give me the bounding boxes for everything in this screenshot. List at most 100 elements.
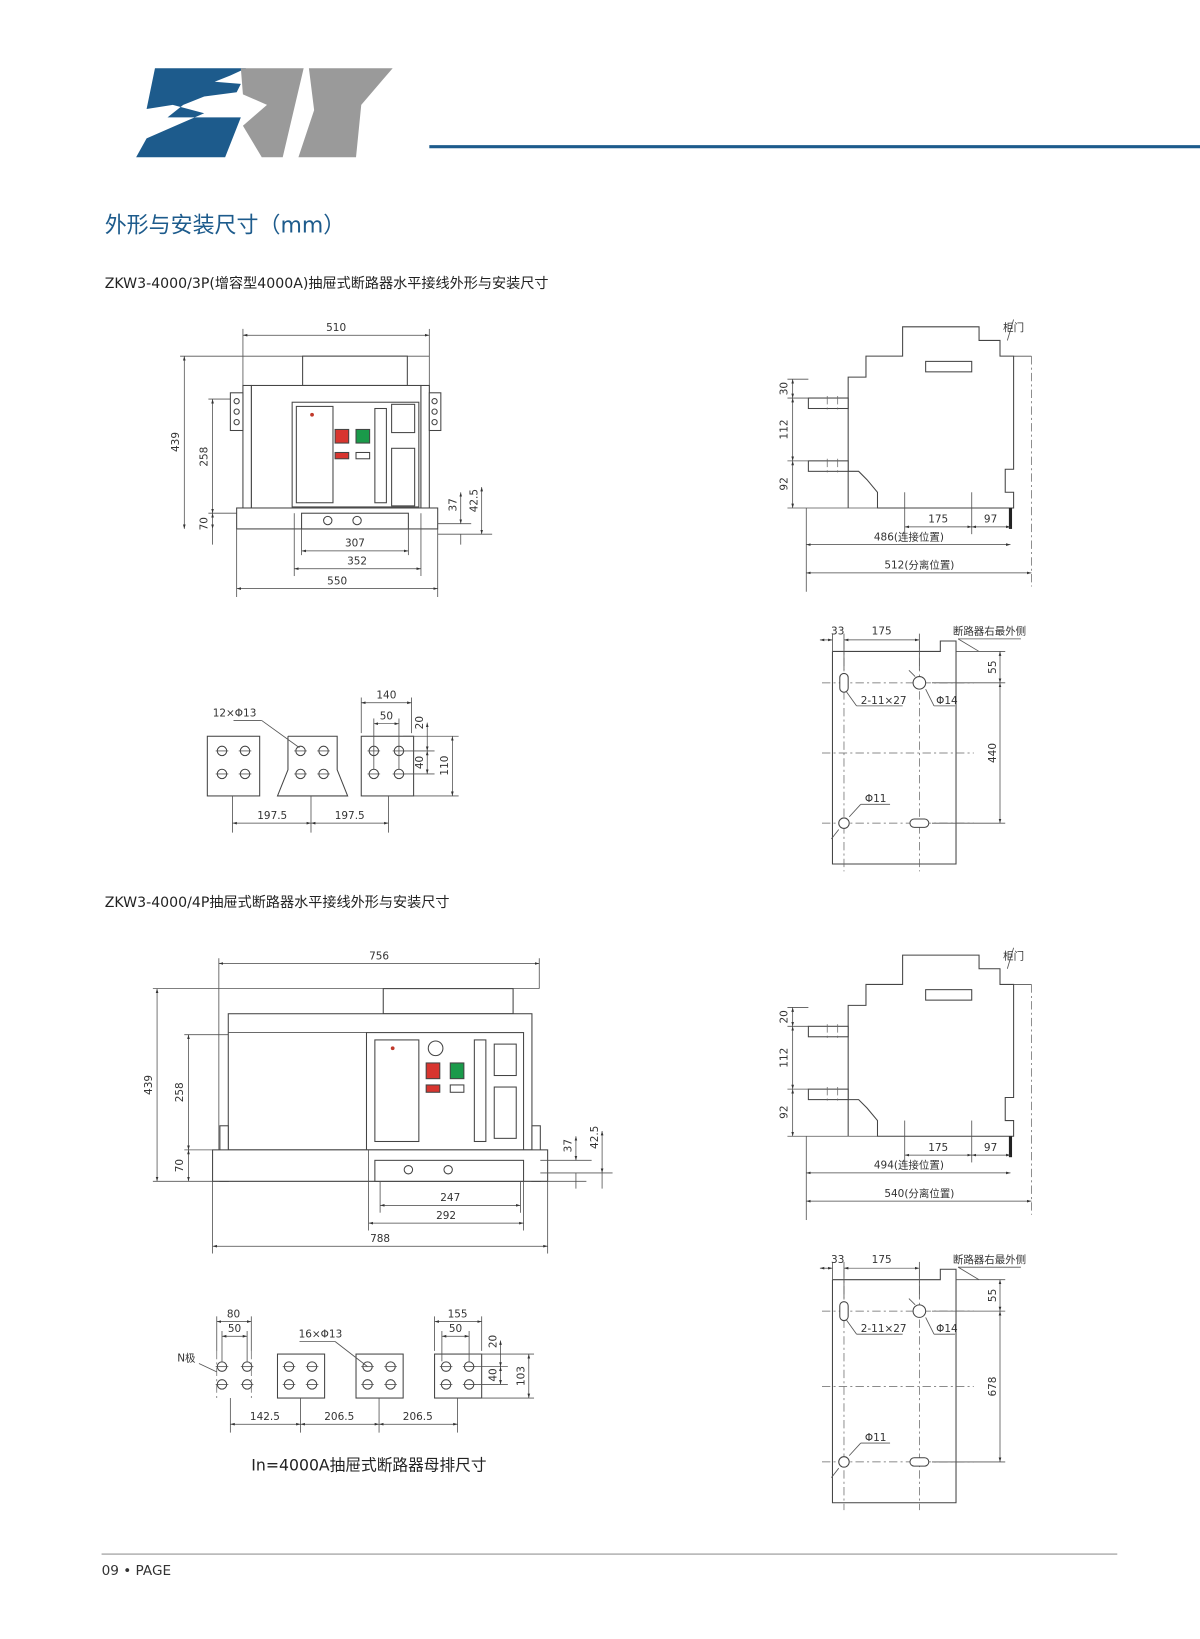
dimension-label: 12×Φ13 [213, 707, 257, 719]
logo-z-shape [136, 68, 247, 158]
dimension-label: N极 [177, 1351, 196, 1364]
dimension-label: 439 [143, 1075, 155, 1095]
dimension-label: 55 [987, 660, 999, 673]
indicator-dot [310, 412, 314, 417]
hole [233, 408, 240, 415]
section-3p-title: ZKW3-4000/3P(增容型4000A)抽屉式断路器水平接线外形与安装尺寸 [105, 275, 549, 292]
dimension-label: 70 [198, 517, 210, 530]
status-indicator [355, 451, 371, 460]
off-button [334, 428, 350, 444]
outline-line [848, 804, 862, 818]
dimension-label: 206.5 [324, 1411, 354, 1423]
front-panel [374, 1039, 420, 1143]
dimension-label: 16×Φ13 [299, 1328, 343, 1340]
slot [473, 1039, 487, 1143]
dimension-label: 80 [227, 1308, 240, 1320]
dimension-label: 197.5 [257, 810, 287, 822]
dimension-label: 37 [448, 498, 460, 511]
outline-line [908, 1298, 916, 1306]
outline-line [831, 1467, 840, 1478]
outline-line [1006, 319, 1015, 341]
busbar-plate [360, 735, 415, 797]
hole [431, 398, 438, 405]
dimension-label: 788 [370, 1233, 390, 1245]
dimension-label: 292 [436, 1210, 456, 1222]
nameplate [493, 1086, 517, 1139]
dimension-label: 155 [448, 1308, 468, 1320]
busbar-plate [276, 735, 349, 797]
dimension-label: 206.5 [403, 1411, 433, 1423]
dimension-label: 92 [778, 477, 790, 490]
outline-line [261, 720, 300, 749]
zk-logo [136, 68, 393, 158]
busbar-stub [807, 1025, 849, 1038]
hole [352, 515, 362, 526]
hole [233, 418, 240, 426]
nameplate [391, 447, 416, 507]
dimension-label: 175 [872, 1254, 892, 1266]
dimension-label: 37 [563, 1139, 575, 1152]
page-number: 09 • PAGE [102, 1563, 172, 1579]
dimension-label: 486(连接位置) [874, 530, 944, 543]
off-button [425, 1062, 441, 1080]
hole [443, 1165, 453, 1175]
outline-line [1006, 947, 1015, 969]
busbar-plate [206, 735, 261, 797]
dimension-label: 55 [987, 1289, 999, 1302]
dimension-label: 140 [376, 690, 396, 702]
dimension-label: 197.5 [335, 810, 365, 822]
busbar-caption: In=4000A抽屉式断路器母排尺寸 [251, 1455, 486, 1474]
page-title: 外形与安装尺寸（mm） [105, 214, 346, 239]
dimension-label: 92 [778, 1106, 790, 1119]
dimension-label: 678 [987, 1377, 999, 1397]
dimension-label: 175 [872, 626, 892, 638]
dimension-label: 20 [414, 716, 426, 729]
dimension-label: 50 [380, 711, 393, 723]
indicator-dot [390, 1046, 395, 1051]
slot-hole [839, 672, 849, 693]
dimension-label: 550 [327, 575, 347, 587]
dimension-label: 258 [174, 1082, 186, 1102]
dimension-label: 40 [487, 1368, 499, 1381]
outline-line [957, 1266, 980, 1281]
dimension-label: 258 [198, 447, 210, 467]
dimension-label: 97 [984, 514, 997, 526]
dimension-label: 50 [449, 1323, 462, 1335]
dimension-label: 97 [984, 1142, 997, 1154]
busbar-stub [807, 397, 849, 410]
dimension-label: 2-11×27 [861, 1323, 907, 1335]
panel-outline [831, 1268, 957, 1504]
dimension-label: 断路器右最外侧 [953, 625, 1026, 638]
mounting-hole [838, 1456, 850, 1468]
rail [242, 384, 252, 525]
status-indicator [334, 451, 350, 460]
on-button [355, 428, 371, 444]
mounting-hole [912, 1304, 927, 1318]
hole [233, 398, 240, 405]
dimension-label: 70 [174, 1159, 186, 1172]
outline-line [908, 669, 916, 677]
logo-k-shape [240, 68, 393, 158]
breaker-outline [847, 954, 1015, 1137]
dimension-label: 175 [928, 1142, 948, 1154]
slot-hole [909, 1457, 930, 1467]
part-outline [302, 355, 408, 386]
status-indicator [425, 1084, 441, 1093]
part-outline [382, 988, 514, 1015]
nameplate [391, 403, 416, 434]
dimension-label: 110 [439, 756, 451, 776]
mounting-hole [838, 817, 850, 829]
dimension-label: Φ11 [865, 793, 887, 805]
handle-slot [925, 989, 973, 1001]
dimension-label: Φ11 [865, 1432, 887, 1444]
dimension-label: 112 [778, 1048, 790, 1068]
dimension-label: 50 [228, 1323, 241, 1335]
panel-outline [831, 640, 957, 865]
dimension-label: 540(分离位置) [884, 1187, 954, 1200]
indicator-lamp [427, 1040, 444, 1057]
